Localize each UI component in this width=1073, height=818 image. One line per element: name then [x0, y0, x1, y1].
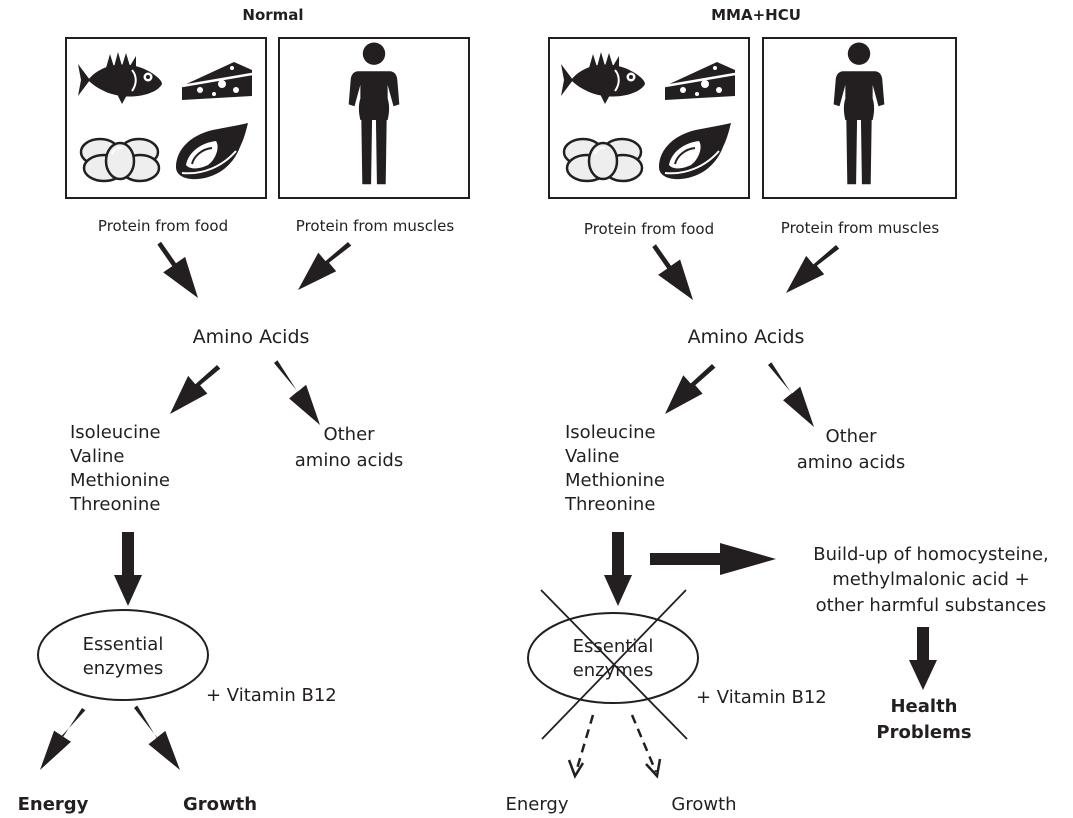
arrow-amino-to-specific [170, 365, 221, 414]
specific-acid-1: Isoleucine [70, 422, 161, 443]
amino-acids-label: Amino Acids [193, 326, 310, 348]
dashed-arrow-to-energy [567, 714, 595, 779]
disorder-other-acids-label-2: amino acids [797, 452, 905, 473]
health-problems-label-1: Health [890, 696, 957, 717]
specific-acids-list: Isoleucine Valine Methionine Threonine [69, 422, 170, 515]
enzymes-label-2: enzymes [83, 658, 164, 679]
disorder-food-panel [548, 37, 750, 199]
specific-acid-3: Methionine [70, 470, 170, 491]
arrow-to-buildup [650, 543, 776, 575]
meat-icon [657, 122, 733, 181]
enzymes-label-1: Essential [83, 634, 164, 655]
arrow-specific-to-enzymes [114, 532, 142, 606]
disorder-other-acids-label-1: Other [825, 426, 877, 447]
disorder-specific-acid-4: Threonine [564, 494, 655, 515]
disorder-food-caption: Protein from food [584, 220, 714, 238]
normal-title: Normal [242, 6, 303, 24]
disorder-specific-acid-2: Valine [565, 446, 619, 467]
disorder-enzymes-label-1: Essential [573, 636, 654, 657]
disorder-specific-acid-3: Methionine [565, 470, 665, 491]
disorder-growth-outcome: Growth [671, 794, 736, 815]
buildup-text: Build-up of homocysteine, methylmalonic … [813, 544, 1049, 616]
arrow-disorder-amino-to-specific [665, 364, 716, 414]
arrow-muscle-to-amino [298, 242, 352, 290]
person-icon [348, 42, 400, 185]
enzymes-ellipse [37, 609, 209, 701]
growth-outcome: Growth [183, 794, 257, 815]
eggs-icon [79, 137, 161, 183]
energy-outcome: Energy [18, 794, 89, 815]
disorder-title: MMA+HCU [711, 6, 801, 24]
enzymes-blocked-cross [540, 589, 688, 740]
muscle-panel [278, 37, 470, 199]
disorder-amino-acids-label: Amino Acids [688, 326, 805, 348]
disorder-muscle-caption: Protein from muscles [781, 219, 940, 237]
arrow-disorder-amino-to-other [768, 362, 814, 427]
arrow-food-to-amino [157, 241, 198, 298]
disorder-specific-acids-list: Isoleucine Valine Methionine Threonine [564, 422, 665, 515]
fish-icon [561, 51, 646, 105]
person-icon [833, 42, 885, 185]
cheese-icon [663, 60, 737, 102]
disorder-enzymes-label-2: enzymes [573, 660, 654, 681]
arrow-enzymes-to-energy [40, 708, 86, 770]
food-caption: Protein from food [98, 217, 228, 235]
buildup-line-2: methylmalonic acid + [832, 569, 1030, 590]
disorder-vitamin-b12-label: + Vitamin B12 [696, 687, 827, 708]
vitamin-b12-label: + Vitamin B12 [206, 685, 337, 706]
other-acids-label-1: Other [323, 424, 375, 445]
arrow-amino-to-other [274, 360, 320, 425]
health-problems-label-2: Problems [876, 722, 971, 743]
arrow-disorder-specific-to-enzymes [604, 532, 632, 606]
fish-icon [78, 51, 163, 105]
buildup-line-3: other harmful substances [816, 595, 1047, 616]
arrow-disorder-food-to-amino [652, 244, 693, 300]
buildup-line-1: Build-up of homocysteine, [813, 544, 1049, 565]
disorder-enzymes-ellipse [527, 612, 699, 704]
arrow-disorder-muscle-to-amino [786, 245, 840, 293]
dashed-arrow-to-growth [630, 714, 662, 779]
disorder-muscle-panel [762, 37, 957, 199]
specific-acid-4: Threonine [69, 494, 160, 515]
disorder-energy-outcome: Energy [505, 794, 568, 815]
food-panel [65, 37, 267, 199]
eggs-icon [562, 137, 644, 183]
arrow-enzymes-to-growth [134, 705, 180, 770]
arrow-buildup-to-health [909, 627, 937, 690]
specific-acid-2: Valine [70, 446, 124, 467]
other-acids-label-2: amino acids [295, 450, 403, 471]
cheese-icon [180, 60, 254, 102]
disorder-specific-acid-1: Isoleucine [565, 422, 656, 443]
meat-icon [174, 122, 250, 181]
muscle-caption: Protein from muscles [296, 217, 455, 235]
